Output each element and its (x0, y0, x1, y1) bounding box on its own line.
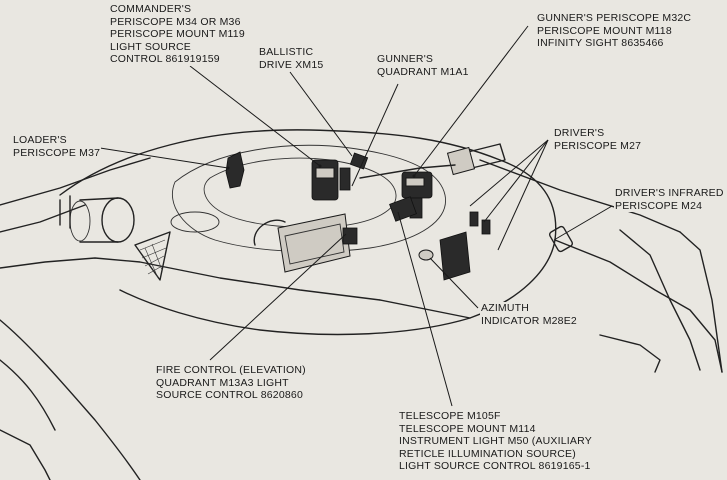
label-line: TELESCOPE M105F (399, 410, 501, 422)
label-drivers-infrared-periscope: DRIVER'S INFRARED PERISCOPE M24 (614, 187, 725, 213)
label-line: FIRE CONTROL (ELEVATION) (156, 364, 306, 376)
commanders-periscope-part (311, 159, 351, 201)
loaders-periscope-part (225, 151, 245, 189)
label-gunners-periscope: GUNNER'S PERISCOPE M32C PERISCOPE MOUNT … (536, 12, 693, 50)
telescope-part (389, 196, 417, 222)
label-line: AZIMUTH (481, 302, 530, 314)
drivers-infrared-part (439, 231, 471, 281)
tank-hull-drawing (0, 129, 723, 480)
azimuth-indicator-part (418, 249, 434, 261)
label-fire-control-quadrant: FIRE CONTROL (ELEVATION) QUADRANT M13A3 … (155, 364, 307, 402)
label-line: LIGHT SOURCE (110, 40, 191, 53)
leader-lines (99, 25, 613, 407)
label-line: COMMANDER'S (110, 3, 192, 15)
label-loaders-periscope: LOADER'S PERISCOPE M37 (12, 134, 102, 160)
drivers-periscope-part (469, 211, 491, 235)
label-azimuth-indicator: AZIMUTH INDICATOR M28E2 (480, 302, 578, 328)
label-line: QUADRANT M1A1 (377, 65, 469, 78)
label-line: PERISCOPE M24 (615, 199, 703, 212)
label-line: SOURCE CONTROL 8620860 (156, 389, 303, 402)
label-line: INFINITY SIGHT 8635466 (537, 37, 664, 50)
label-telescope: TELESCOPE M105F TELESCOPE MOUNT M114 INS… (398, 410, 593, 473)
label-line: LOADER'S (13, 134, 67, 146)
fire-control-part (253, 213, 358, 273)
label-line: RETICLE ILLUMINATION SOURCE) (399, 447, 576, 460)
label-line: QUADRANT M13A3 LIGHT (156, 376, 289, 389)
label-line: DRIVE XM15 (259, 58, 324, 71)
label-gunners-quadrant: GUNNER'S QUADRANT M1A1 (376, 53, 470, 79)
label-line: INDICATOR M28E2 (481, 314, 577, 327)
label-line: DRIVER'S (554, 127, 605, 139)
label-line: GUNNER'S (377, 53, 434, 65)
label-line: PERISCOPE M34 OR M36 (110, 15, 241, 28)
label-line: PERISCOPE MOUNT M118 (537, 24, 672, 37)
label-ballistic-drive: BALLISTIC DRIVE XM15 (258, 46, 325, 72)
label-line: DRIVER'S INFRARED (615, 187, 724, 199)
label-line: PERISCOPE MOUNT M119 (110, 28, 245, 41)
gunners-periscope-part (401, 171, 433, 219)
label-line: PERISCOPE M37 (13, 146, 101, 159)
label-drivers-periscope: DRIVER'S PERISCOPE M27 (553, 127, 643, 153)
label-line: GUNNER'S PERISCOPE M32C (537, 12, 692, 24)
label-line: CONTROL 861919159 (110, 53, 220, 66)
label-line: LIGHT SOURCE CONTROL 8619165-1 (399, 460, 591, 473)
ballistic-drive-part (349, 152, 369, 170)
label-line: BALLISTIC (259, 46, 314, 58)
label-line: INSTRUMENT LIGHT M50 (AUXILIARY (399, 435, 592, 448)
label-commanders-periscope: COMMANDER'S PERISCOPE M34 OR M36 PERISCO… (109, 3, 246, 66)
label-line: PERISCOPE M27 (554, 139, 642, 152)
label-line: TELESCOPE MOUNT M114 (399, 422, 536, 435)
